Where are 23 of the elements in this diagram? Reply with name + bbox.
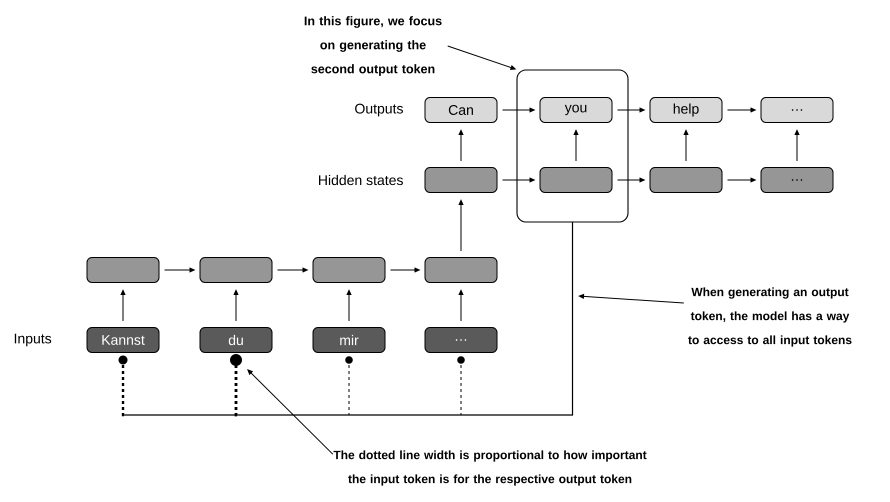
row-label: Inputs bbox=[14, 334, 52, 346]
token-box: you bbox=[540, 97, 612, 123]
hidden-state-box bbox=[540, 167, 612, 193]
hidden-state-box: … bbox=[760, 167, 834, 193]
hidden-state-box bbox=[424, 257, 498, 283]
token-box: Kannst bbox=[86, 327, 160, 353]
highlight-frame bbox=[516, 69, 629, 223]
hidden-state-box bbox=[650, 167, 722, 193]
hidden-state-box bbox=[86, 257, 160, 283]
token-box: du bbox=[200, 327, 272, 353]
token-box: … bbox=[424, 327, 498, 353]
hidden-state-box bbox=[312, 257, 386, 283]
row-label: Hidden states bbox=[319, 174, 403, 186]
token-box: Can bbox=[424, 97, 498, 123]
token-box: mir bbox=[312, 327, 386, 353]
annotation-text: In this figure, we focus on generating the second output token bbox=[304, 16, 442, 76]
annotation-text: When generating an output token, the model has a way to access to all input tokens bbox=[688, 287, 852, 347]
annotation-text: The dotted line width is proportional to how important the input token is for the respective output token bbox=[334, 450, 647, 486]
token-box: … bbox=[760, 97, 834, 123]
hidden-state-box bbox=[200, 257, 272, 283]
row-label: Outputs bbox=[355, 104, 403, 116]
token-box: help bbox=[650, 97, 722, 123]
hidden-state-box bbox=[424, 167, 498, 193]
